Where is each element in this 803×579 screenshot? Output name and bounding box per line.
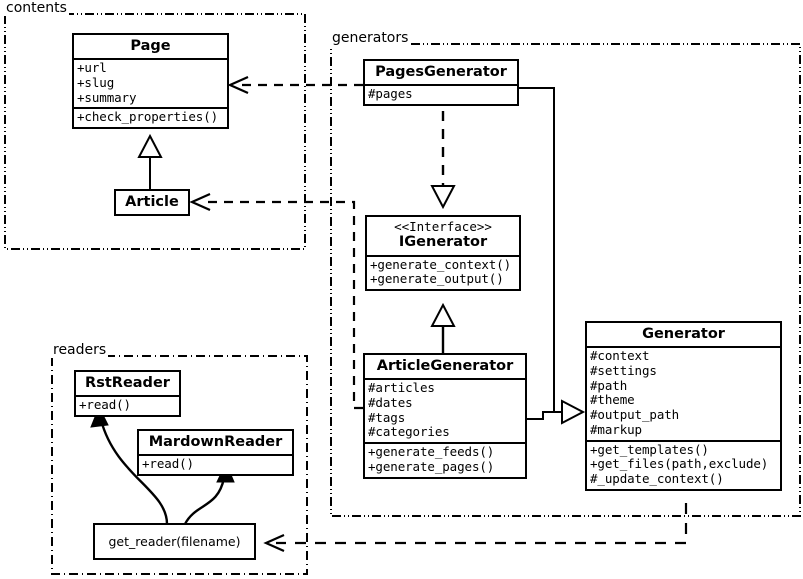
class-mardown-reader[interactable]: MardownReader +read() (137, 429, 294, 476)
class-pages-generator[interactable]: PagesGenerator #pages (363, 59, 519, 106)
attribute: #markup (590, 421, 642, 437)
package-label-contents: contents (4, 0, 69, 16)
function-get-reader-label: get_reader(filename) (108, 534, 241, 549)
operation: #_update_context() (590, 471, 724, 487)
class-article-name: Article (125, 194, 179, 210)
class-mardown-reader-operations: +read() (139, 454, 292, 474)
relation-pagesgenerator-realizes-igenerator (430, 111, 456, 210)
class-mardown-reader-name: MardownReader (148, 434, 283, 450)
relation-pagesgenerator-uses-page (227, 75, 363, 95)
class-igenerator-title: IGenerator (398, 234, 488, 251)
package-frame-contents (4, 13, 306, 250)
operation: +get_templates() (590, 441, 709, 457)
attribute: #theme (590, 392, 635, 408)
class-page-operations: +check_properties() (74, 107, 227, 127)
operation: +generate_output() (370, 271, 504, 287)
operation: +get_files(path,exclude) (590, 456, 769, 472)
class-generator-operations: +get_templates() +get_files(path,exclude… (587, 439, 780, 489)
attribute: +slug (77, 74, 115, 90)
relation-article-extends-page (137, 133, 163, 190)
class-rst-reader[interactable]: RstReader +read() (74, 370, 181, 417)
class-page[interactable]: Page +url +slug +summary +check_properti… (72, 33, 229, 130)
class-article-generator-attributes: #articles #dates #tags #categories (365, 378, 525, 442)
attribute: #tags (368, 409, 406, 425)
class-article-generator-name: ArticleGenerator (376, 358, 514, 374)
attribute: +url (77, 60, 107, 76)
relation-generator-uses-get-reader (263, 503, 688, 553)
attribute: #dates (368, 394, 413, 410)
attribute: #settings (590, 362, 657, 378)
class-rst-reader-operations: +read() (76, 395, 179, 415)
function-get-reader[interactable]: get_reader(filename) (93, 523, 256, 560)
operation: +generate_pages() (368, 458, 495, 474)
class-generator-attributes: #context #settings #path #theme #output_… (587, 346, 780, 440)
operation: +check_properties() (77, 109, 219, 125)
class-page-attributes: +url +slug +summary (74, 58, 227, 107)
class-rst-reader-name: RstReader (85, 375, 170, 391)
class-pages-generator-attributes: #pages (365, 84, 517, 104)
class-page-name: Page (130, 38, 171, 54)
relation-articlegenerator-extends-generator (527, 399, 586, 425)
relation-articlegenerator-uses-article (189, 192, 363, 410)
class-generator-name: Generator (642, 326, 725, 342)
class-igenerator-name: <<Interface>> IGenerator (367, 217, 519, 255)
operation: +read() (142, 456, 194, 472)
package-label-generators: generators (330, 30, 411, 46)
attribute: +summary (77, 89, 137, 105)
attribute: #context (590, 348, 650, 364)
package-label-readers: readers (51, 342, 109, 358)
operation: +read() (79, 397, 131, 413)
class-article-generator-operations: +generate_feeds() +generate_pages() (365, 442, 525, 477)
attribute: #path (590, 377, 628, 393)
class-generator[interactable]: Generator #context #settings #path #them… (585, 321, 782, 491)
operation: +generate_feeds() (368, 444, 495, 460)
operation: +generate_context() (370, 256, 512, 272)
class-igenerator-stereotype: <<Interface>> (394, 219, 492, 234)
class-article[interactable]: Article (114, 189, 190, 217)
package-frame-readers (51, 355, 308, 575)
attribute: #output_path (590, 407, 680, 423)
attribute: #articles (368, 380, 435, 396)
attribute: #pages (368, 86, 413, 102)
relation-articlegenerator-extends-igenerator (430, 302, 456, 353)
package-frame-generators (330, 43, 801, 517)
class-igenerator[interactable]: <<Interface>> IGenerator +generate_conte… (365, 215, 521, 292)
attribute: #categories (368, 424, 450, 440)
class-pages-generator-name: PagesGenerator (375, 64, 507, 80)
class-article-generator[interactable]: ArticleGenerator #articles #dates #tags … (363, 353, 527, 479)
class-igenerator-operations: +generate_context() +generate_output() (367, 254, 519, 290)
